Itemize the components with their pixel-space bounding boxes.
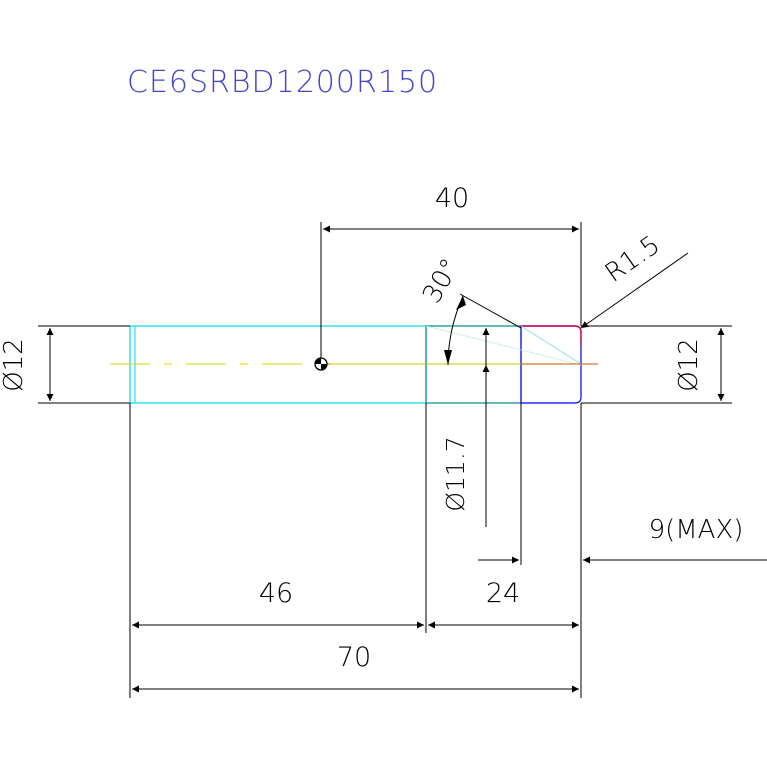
dimension-40: 40 (320, 183, 582, 358)
center-mark (314, 357, 328, 371)
cutting-edge-line (520, 325, 582, 365)
cutting-edge-line-2 (425, 325, 582, 366)
neck-diameter-label: Ø11.7 (441, 436, 470, 511)
dimension-radius: R1.5 (580, 230, 689, 329)
angle-label: 30° (417, 254, 466, 309)
diameter-right-label: Ø12 (674, 338, 704, 392)
dimension-diameter-left: Ø12 (0, 325, 130, 404)
shank-length-label: 46 (259, 578, 293, 609)
head-length-label: 24 (486, 578, 520, 609)
dimension-40-label: 40 (435, 183, 469, 214)
dimension-lengths: 46 24 70 (129, 403, 582, 698)
max-depth-label: 9(MAX) (649, 515, 744, 545)
diameter-left-label: Ø12 (0, 338, 29, 392)
dimension-angle: 30° (417, 254, 522, 366)
dimension-max-depth: 9(MAX) (478, 403, 767, 565)
chamfer-edge (521, 325, 582, 345)
part-number-title: CE6SRBD1200R150 (127, 65, 438, 100)
radius-label: R1.5 (600, 230, 666, 289)
dimension-neck-diameter: Ø11.7 (441, 328, 490, 527)
dimension-diameter-right: Ø12 (581, 325, 732, 404)
overall-length-label: 70 (337, 642, 371, 673)
